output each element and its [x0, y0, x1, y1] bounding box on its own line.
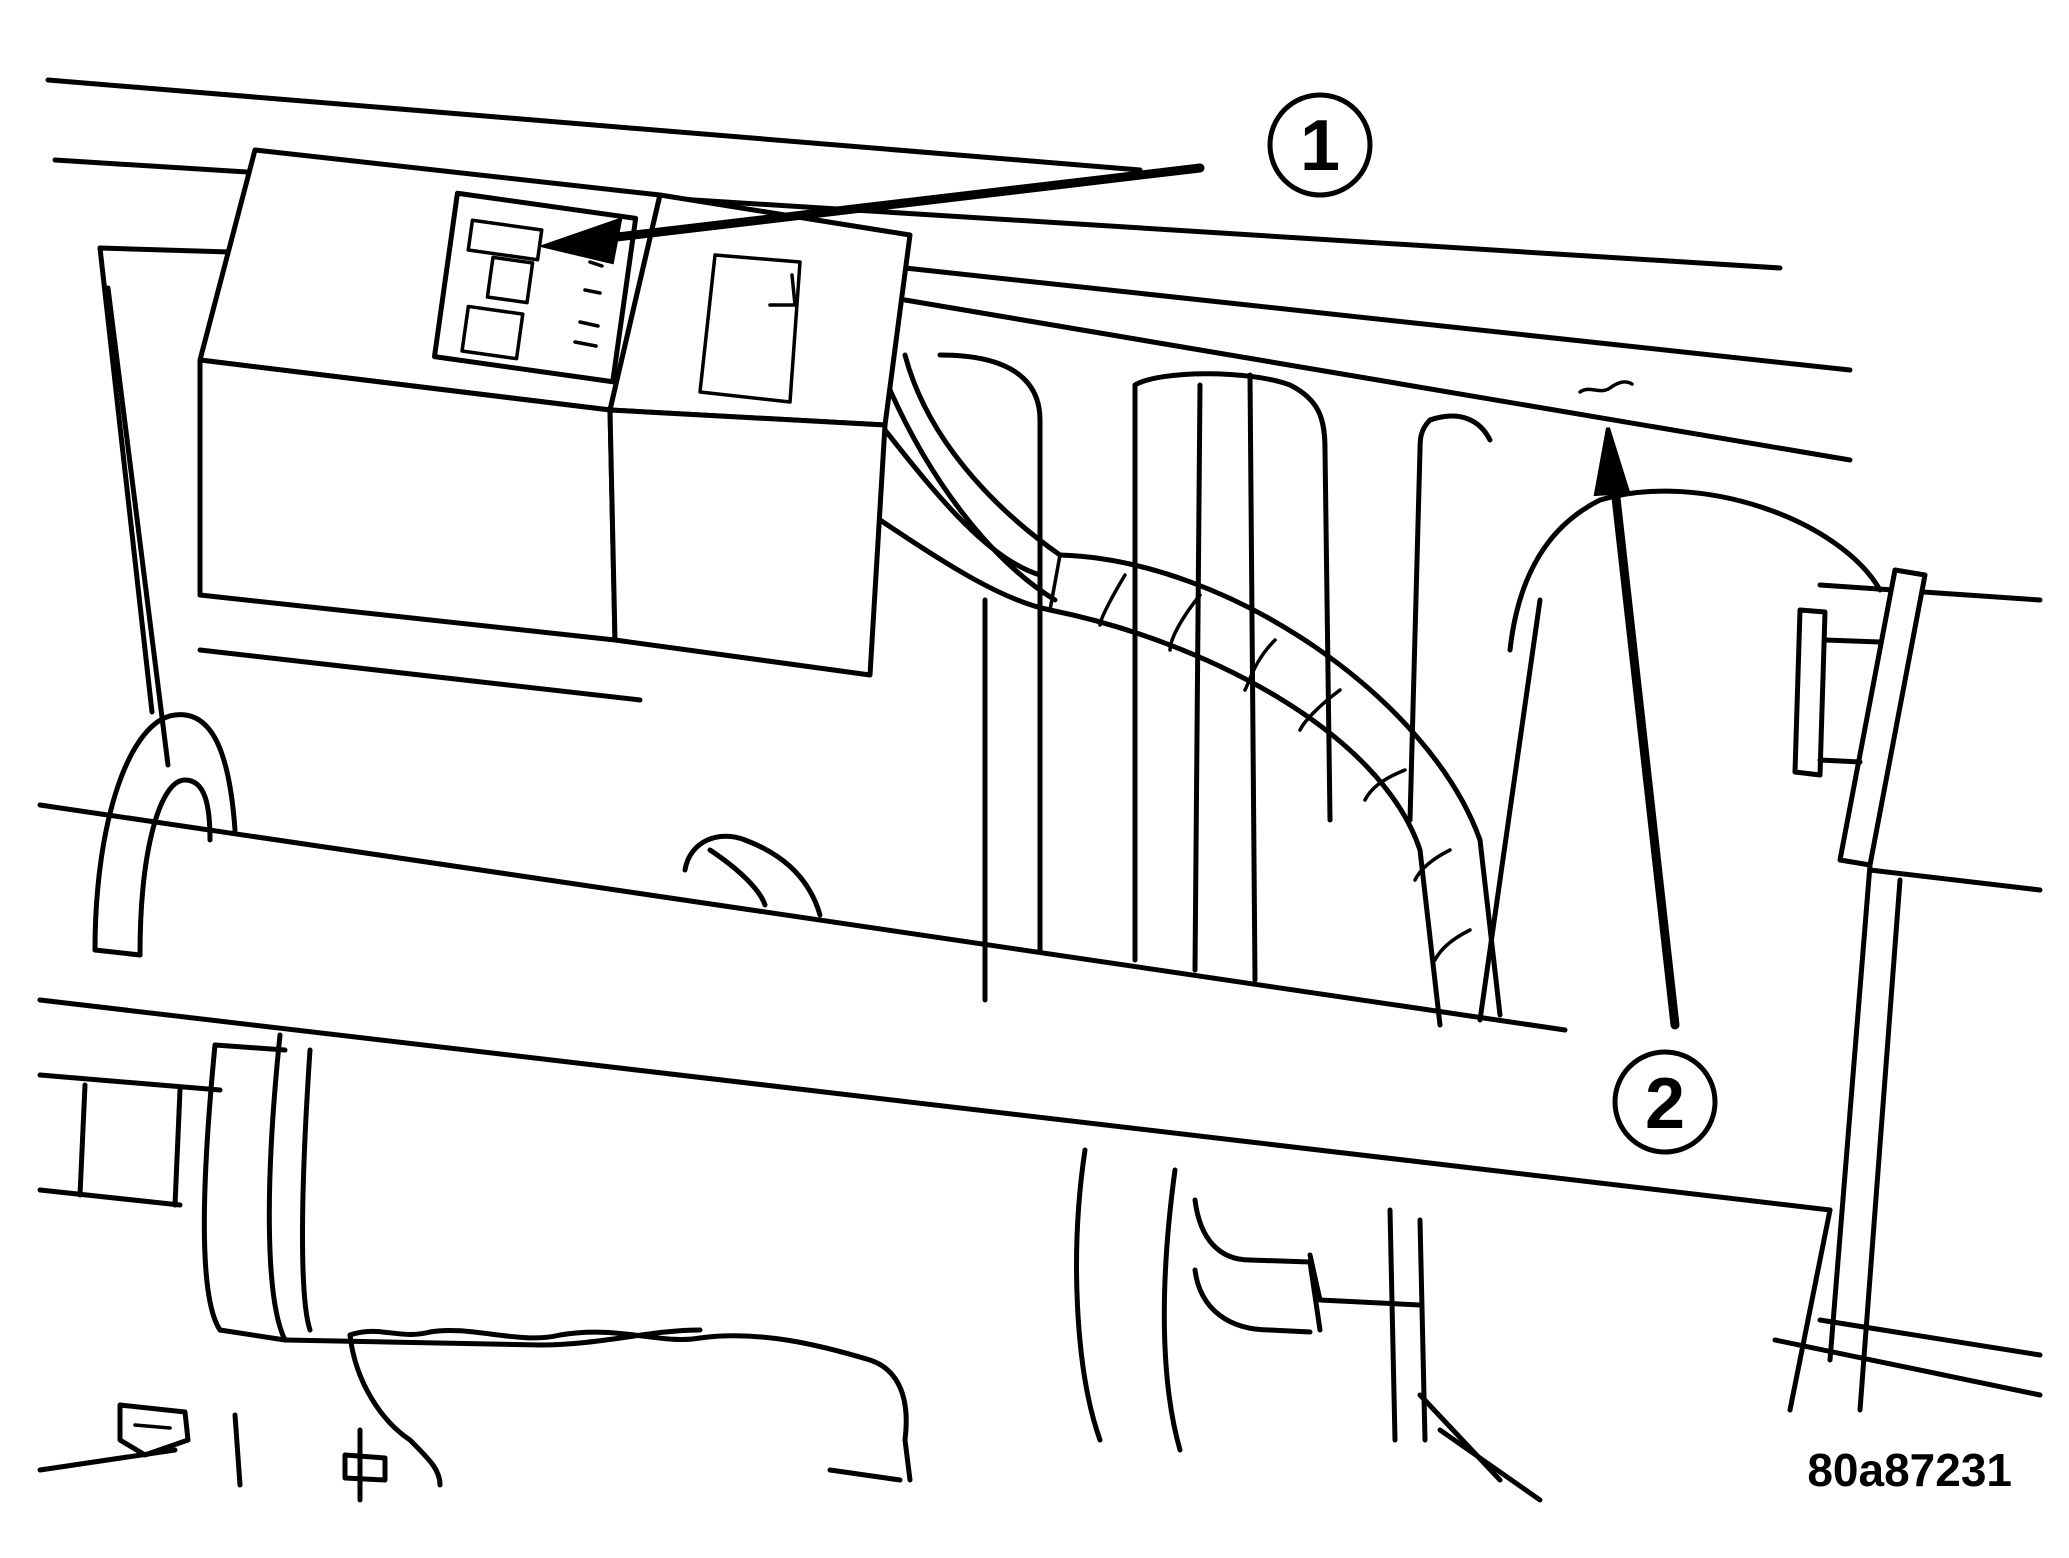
callout-1-arrowhead [537, 216, 623, 265]
callout-2-leader [1607, 457, 1680, 1030]
hook-strap [92, 712, 823, 958]
callout-1-circle [1267, 92, 1373, 198]
callout-2-arrowhead [1593, 427, 1631, 497]
bottom-clamp [1192, 1197, 1543, 1503]
callout-1: 1 [537, 92, 1373, 265]
callout-2-circle [1612, 1049, 1718, 1155]
wire-harness [877, 352, 1503, 1028]
callout-2: 2 [1578, 380, 1718, 1155]
callout-2-number: 2 [1645, 1064, 1685, 1144]
cable-end-mark [1578, 380, 1634, 394]
wiring-connector [607, 192, 913, 678]
callout-1-leader [570, 163, 1205, 247]
cross-bar [37, 802, 1833, 1413]
callout-1-number: 1 [1300, 106, 1340, 186]
bottom-left-parts [37, 1402, 388, 1503]
lower-cylinder [37, 1032, 1183, 1453]
center-bracket [937, 352, 1883, 1023]
figure-id-label: 80a87231 [1807, 1444, 2012, 1496]
bottom-ragged-shape [347, 1327, 913, 1488]
relay-module [197, 147, 663, 643]
right-mount [1792, 567, 1928, 1413]
